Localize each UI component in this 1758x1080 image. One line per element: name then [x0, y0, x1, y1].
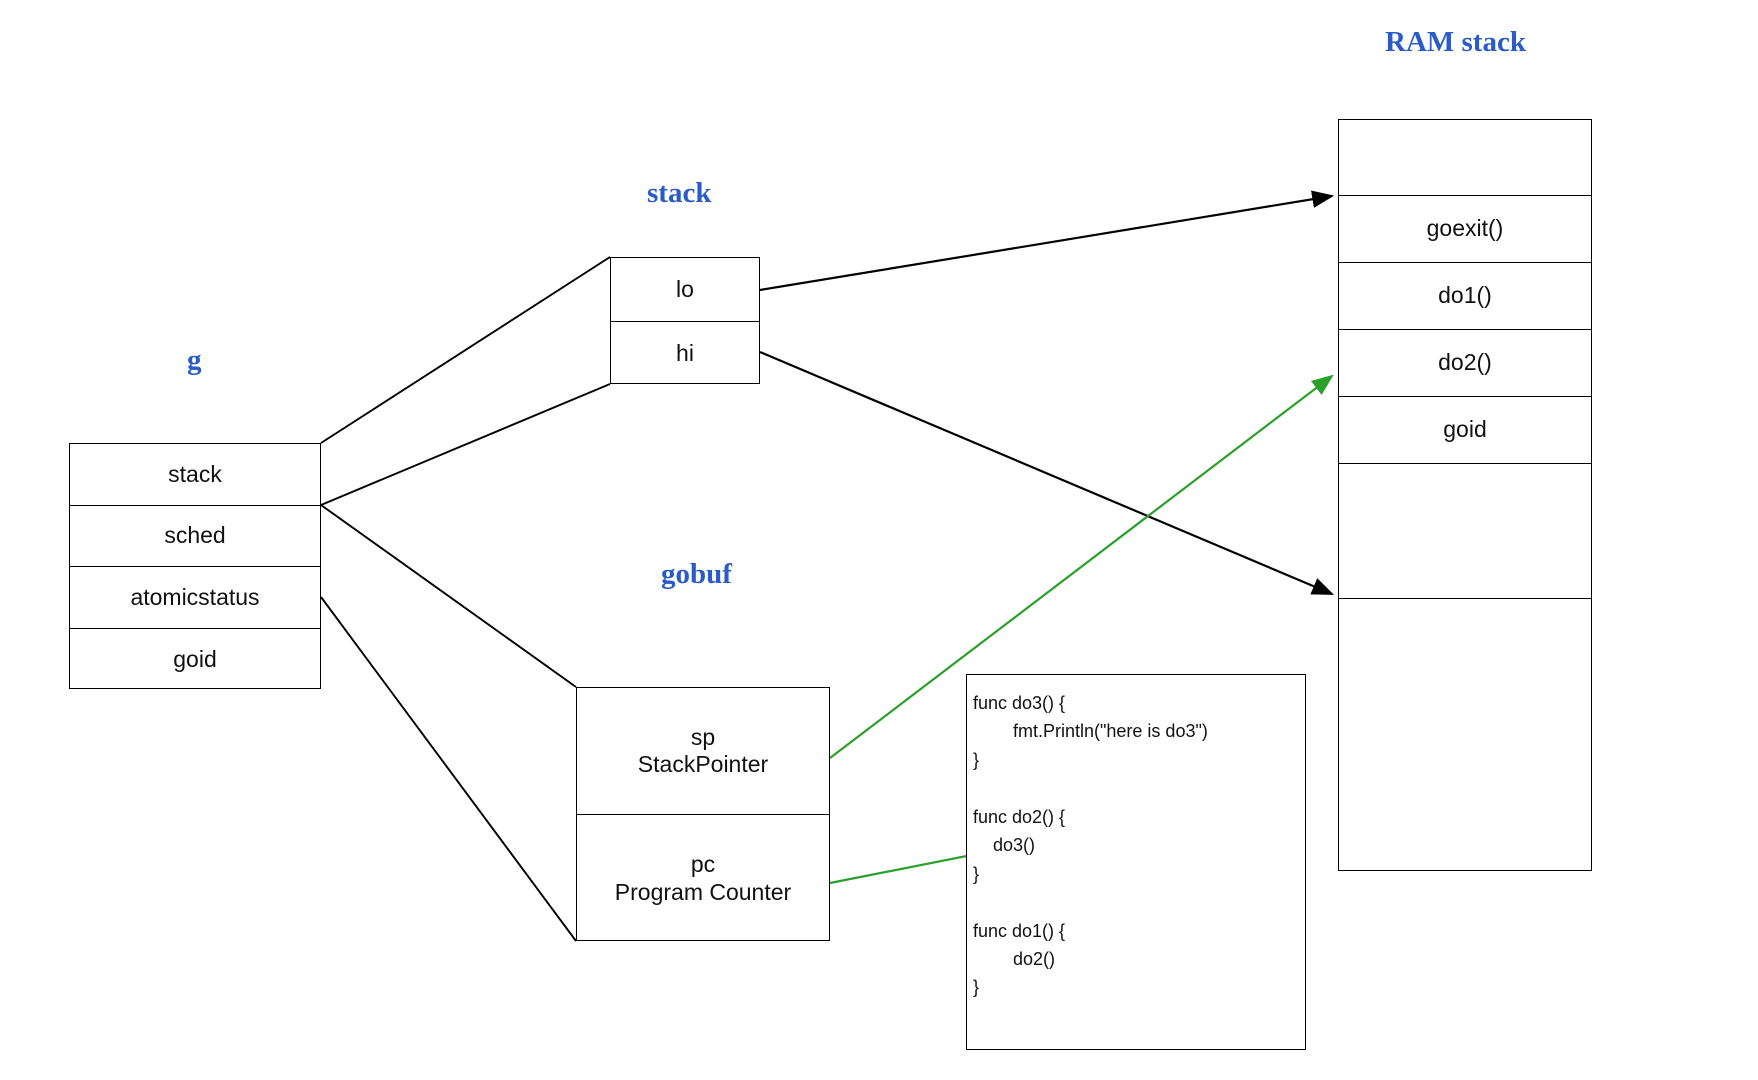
code-listing-text: func do3() { fmt.Println("here is do3") … — [973, 693, 1208, 998]
ram-stack-box: goexit() do1() do2() goid — [1338, 119, 1592, 871]
g-field-stack: stack — [70, 444, 320, 506]
connector-lo-to-ram-top — [759, 190, 1335, 292]
stack-struct-box: lo hi — [610, 257, 760, 384]
connector-g-to-stack — [320, 256, 611, 506]
g-field-goid: goid — [173, 645, 217, 672]
gobuf-field-sp: sp StackPointer — [577, 688, 829, 815]
connector-hi-to-ram-bottom — [759, 350, 1335, 596]
gobuf-field-pc: pc Program Counter — [614, 851, 792, 905]
stack-field-lo: lo — [611, 258, 759, 322]
stack-field-hi: hi — [676, 339, 694, 366]
ram-slot-do1: do1() — [1339, 263, 1591, 330]
gobuf-title: gobuf — [661, 558, 732, 590]
ram-slot-empty-top — [1339, 120, 1591, 196]
stack-title: stack — [647, 177, 712, 209]
gobuf-struct-box: sp StackPointer pc Program Counter — [576, 687, 830, 941]
ram-slot-do2: do2() — [1339, 330, 1591, 397]
ram-slot-empty-bottom — [1339, 599, 1591, 868]
g-field-sched: sched — [70, 506, 320, 567]
ram-slot-gap — [1339, 464, 1591, 599]
ram-stack-title: RAM stack — [1385, 26, 1526, 58]
g-title: g — [187, 344, 202, 376]
connector-g-to-gobuf — [320, 504, 577, 942]
ram-slot-goid: goid — [1339, 397, 1591, 464]
code-listing-box: func do3() { fmt.Println("here is do3") … — [966, 674, 1306, 1050]
g-field-atomicstatus: atomicstatus — [70, 567, 320, 629]
ram-slot-goexit: goexit() — [1339, 196, 1591, 263]
g-struct-box: stack sched atomicstatus goid — [69, 443, 321, 689]
